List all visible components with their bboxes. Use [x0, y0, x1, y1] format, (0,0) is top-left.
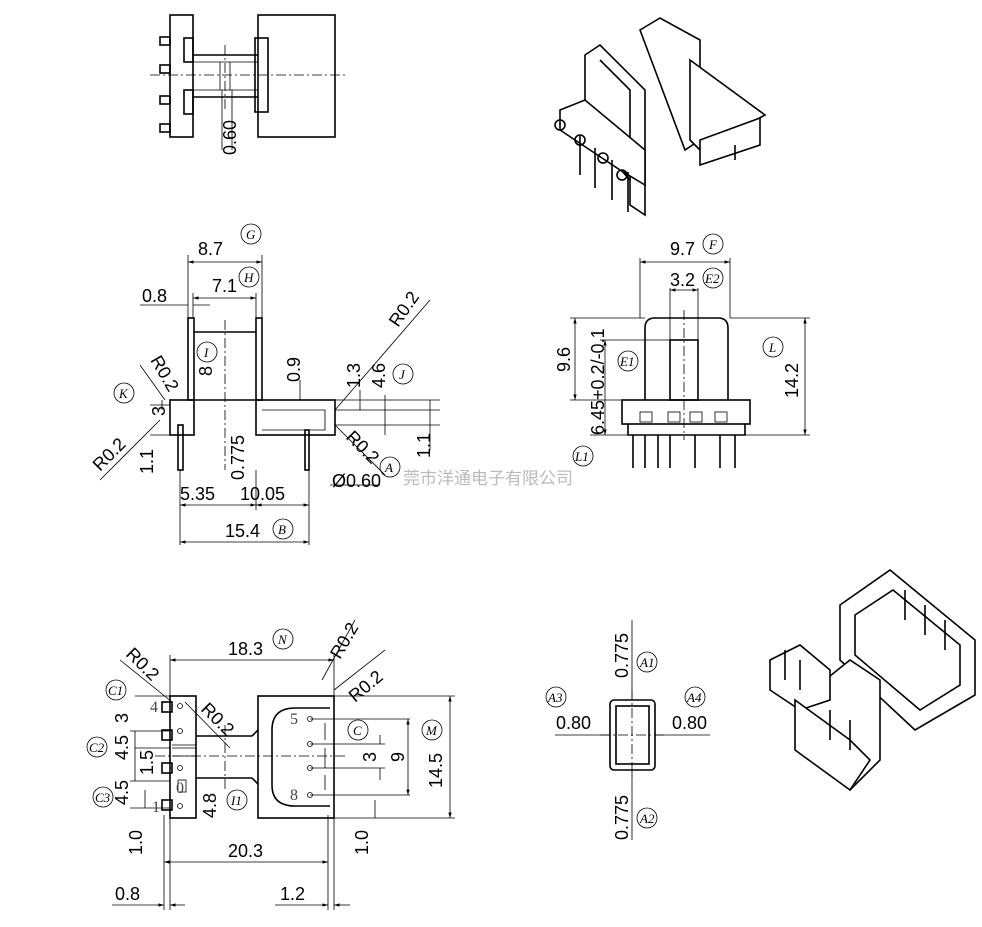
dim-1.0: 1.0	[126, 830, 146, 855]
pin-number: 8	[290, 787, 298, 804]
radius-label: R0.2	[197, 699, 238, 740]
callout-K: K	[118, 386, 129, 401]
dim-pin-diameter: Ø0.60	[332, 471, 381, 491]
dim-3.2: 3.2	[670, 270, 695, 290]
dim-15.4: 15.4	[225, 521, 260, 541]
dim-0.80: 0.80	[556, 713, 591, 733]
pin-number: 5	[290, 711, 298, 728]
callout-I: I	[203, 345, 209, 360]
dim-4.6: 4.6	[369, 363, 389, 388]
callout-A2: A2	[639, 811, 655, 826]
front-view: 9.7 F 3.2 E2 9.6 6.45+0.2/-0.1 E1 L 14.2…	[554, 233, 810, 468]
callout-F: F	[708, 237, 718, 252]
dim-0.775: 0.775	[228, 435, 248, 480]
radius-label: R0.2	[326, 619, 362, 662]
dim-1.5: 1.5	[137, 750, 157, 775]
dim-20.3: 20.3	[228, 841, 263, 861]
dim-14.2: 14.2	[782, 363, 802, 398]
dim-1.2: 1.2	[280, 884, 305, 904]
radius-label: R0.2	[147, 352, 183, 395]
callout-C2: C2	[89, 740, 105, 755]
top-left-view: 0.60	[150, 14, 345, 155]
dim-3: 3	[112, 713, 132, 723]
callout-C: C	[353, 723, 362, 738]
isometric-view-bottom	[769, 568, 976, 792]
callout-M: M	[425, 723, 438, 738]
callout-A: A	[384, 460, 393, 475]
radius-label: R0.2	[89, 434, 130, 475]
tube-section: 0.775 A1 A3 A4 0.80 0.80 0.775 A2	[545, 620, 710, 840]
callout-C1: C1	[108, 683, 123, 698]
radius-label: R0.2	[345, 666, 387, 706]
dim-1.0: 1.0	[352, 830, 372, 855]
dim-0.775: 0.775	[612, 795, 632, 840]
callout-L: L	[768, 340, 776, 355]
pin-number: 4	[150, 699, 158, 716]
dim-5.35: 5.35	[180, 484, 215, 504]
dim-8: 8	[196, 366, 216, 376]
callout-E2: E2	[704, 271, 720, 286]
callout-N: N	[277, 632, 288, 647]
dim-0.80: 0.80	[672, 713, 707, 733]
dim-0.8: 0.8	[115, 884, 140, 904]
callout-A1: A1	[639, 655, 654, 670]
dim-1.1: 1.1	[137, 449, 157, 474]
dim-3: 3	[360, 752, 380, 762]
bottom-view: 18.3 N R0.2 R0.2 R0.2 R0.2 C1 C2 C3 C M …	[86, 619, 455, 910]
dim-0.775: 0.775	[612, 633, 632, 678]
callout-E1: E1	[619, 354, 634, 369]
dim-4.5: 4.5	[112, 735, 132, 760]
dim-0.60: 0.60	[220, 120, 240, 155]
dim-0.9: 0.9	[284, 357, 304, 382]
dim-9: 9	[388, 752, 408, 762]
callout-A3: A3	[547, 690, 563, 705]
isometric-view-top	[554, 17, 767, 217]
dim-1.1: 1.1	[414, 433, 434, 458]
pin-number: 1	[152, 799, 160, 816]
dim-6.45: 6.45+0.2/-0.1	[588, 328, 608, 435]
side-view: 8.7 G 7.1 H 0.8 R0.2 I 8 R0.2 0.9 1.3 4.…	[89, 223, 440, 545]
dim-10.05: 10.05	[240, 484, 285, 504]
dim-14.5: 14.5	[426, 753, 446, 788]
callout-H: H	[243, 270, 254, 285]
watermark: 莞市洋通电子有限公司	[403, 469, 573, 489]
dim-8.7: 8.7	[198, 239, 223, 259]
dim-3: 3	[149, 406, 169, 416]
callout-B: B	[278, 522, 286, 537]
pin-number: 0	[176, 780, 184, 797]
radius-label: R0.2	[385, 288, 423, 331]
dim-0.8: 0.8	[142, 286, 167, 306]
dim-1.3: 1.3	[344, 363, 364, 388]
callout-C3: C3	[95, 790, 111, 805]
radius-label: R0.2	[342, 427, 383, 468]
dim-4.5: 4.5	[112, 780, 132, 805]
dim-18.3: 18.3	[228, 639, 263, 659]
callout-L1: L1	[574, 449, 589, 464]
dim-7.1: 7.1	[212, 276, 237, 296]
dim-4.8: 4.8	[200, 793, 220, 818]
callout-A4: A4	[686, 690, 702, 705]
callout-G: G	[246, 227, 256, 242]
dim-9.6: 9.6	[554, 347, 574, 372]
callout-J: J	[399, 367, 406, 382]
dim-9.7: 9.7	[670, 239, 695, 259]
callout-I1: I1	[230, 793, 242, 808]
